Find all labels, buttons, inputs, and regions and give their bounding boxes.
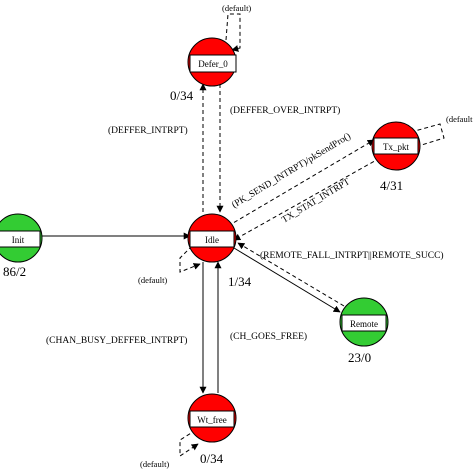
state-defer0-box — [189, 54, 237, 73]
label-default-idle: (default) — [138, 275, 167, 285]
state-remote-box — [341, 314, 387, 332]
state-txpkt-label: Tx_pkt — [383, 142, 409, 152]
self-loop-defer0 — [225, 13, 241, 52]
state-remote-label: Remote — [350, 319, 378, 329]
label-default-wtfree: (default) — [140, 459, 169, 469]
state-idle-label: Idle — [205, 235, 219, 245]
label-chan-busy: (CHAN_BUSY_DEFFER_INTRPT) — [46, 335, 187, 346]
state-idle-counts: 1/34 — [228, 274, 252, 289]
state-txpkt-counts: 4/31 — [380, 178, 403, 193]
label-deffer-over-intrpt: (DEFFER_OVER_INTRPT) — [230, 105, 340, 116]
state-wtfree-counts: 0/34 — [200, 451, 224, 466]
self-loop-txpkt — [403, 123, 445, 150]
edge-idle-to-txpkt — [227, 139, 375, 227]
state-txpkt[interactable]: Tx_pkt — [371, 121, 421, 171]
label-pk-send-intrpt: (PK_SEND_INTRPT)/pkSendPro() — [230, 131, 353, 211]
state-defer0-counts: 0/34 — [170, 88, 194, 103]
state-defer0-label: Defer_0 — [198, 59, 228, 69]
edge-txpkt-to-idle — [233, 157, 381, 241]
state-remote[interactable]: Remote — [339, 297, 389, 347]
state-init[interactable]: Init — [0, 213, 43, 263]
self-loop-idle — [179, 245, 201, 273]
label-tx-stat-intrpt: TX_STAT_INTRPT — [280, 177, 352, 226]
label-ch-goes-free: (CH_GOES_FREE) — [230, 331, 307, 342]
state-idle[interactable]: Idle — [187, 213, 237, 263]
state-idle-box — [189, 230, 235, 248]
label-deffer-intrpt: (DEFFER_INTRPT) — [108, 125, 188, 136]
state-init-counts: 86/2 — [3, 264, 26, 279]
state-wtfree-label: Wt_free — [197, 415, 226, 425]
state-defer0[interactable]: Defer_0 — [187, 37, 237, 87]
label-default-defer0: (default) — [222, 3, 251, 13]
self-loop-wtfree — [179, 429, 199, 457]
state-wtfree[interactable]: Wt_free — [187, 393, 237, 443]
label-remote-fall: (REMOTE_FALL_INTRPT||REMOTE_SUCC) — [260, 250, 444, 261]
state-txpkt-box — [373, 137, 419, 155]
label-default-txpkt: (default — [446, 114, 473, 124]
state-init-label: Init — [12, 235, 25, 245]
state-wtfree-box — [189, 410, 235, 428]
state-init-box — [0, 230, 41, 248]
edge-idle-to-remote — [233, 247, 341, 313]
state-remote-counts: 23/0 — [348, 350, 371, 365]
